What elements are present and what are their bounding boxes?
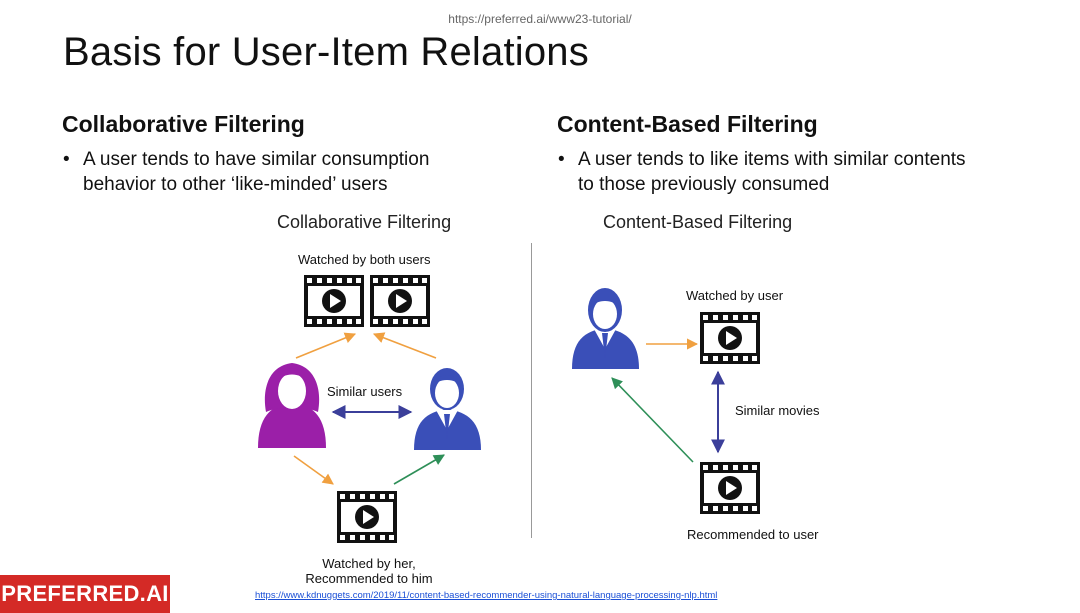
film-reel-play-icon bbox=[337, 491, 397, 543]
column-divider bbox=[531, 243, 532, 538]
source-link[interactable]: https://www.kdnuggets.com/2019/11/conten… bbox=[255, 590, 718, 601]
collaborative-bullet: • A user tends to have similar consumpti… bbox=[63, 149, 430, 195]
collaborative-diagram-title: Collaborative Filtering bbox=[277, 212, 452, 232]
label-similar-users: Similar users bbox=[327, 384, 403, 399]
label-recommended-to-user: Recommended to user bbox=[687, 527, 819, 542]
collaborative-heading: Collaborative Filtering bbox=[62, 111, 305, 137]
film-reel-play-icon bbox=[700, 312, 760, 364]
film-reel-play-icon bbox=[700, 462, 760, 514]
male-user-icon bbox=[572, 288, 639, 369]
label-watched-by-both: Watched by both users bbox=[298, 252, 431, 267]
collaborative-bullet-line1: A user tends to have similar consumption bbox=[83, 149, 430, 170]
film-reel-play-icon bbox=[370, 275, 430, 327]
slide-url: https://preferred.ai/www23-tutorial/ bbox=[448, 12, 632, 26]
content-based-diagram-title: Content-Based Filtering bbox=[603, 212, 793, 232]
collaborative-bullet-line2: behavior to other ‘like-minded’ users bbox=[83, 174, 388, 195]
content-based-bullet-line1: A user tends to like items with similar … bbox=[578, 149, 966, 170]
label-watched-by-her: Watched by her, bbox=[322, 556, 416, 571]
label-watched-recommended: Watched by her, Recommended to him bbox=[300, 556, 438, 586]
content-based-bullet: • A user tends to like items with simila… bbox=[558, 149, 966, 195]
film-reel-play-icon bbox=[304, 275, 364, 327]
male-user-icon bbox=[414, 368, 481, 450]
content-based-heading: Content-Based Filtering bbox=[557, 111, 818, 137]
label-watched-by-user: Watched by user bbox=[686, 288, 784, 303]
preferred-ai-logo: PREFERRED.AI bbox=[0, 575, 170, 613]
label-recommended-to-him: Recommended to him bbox=[305, 571, 433, 586]
female-user-icon bbox=[258, 363, 326, 448]
content-based-bullet-line2: to those previously consumed bbox=[578, 174, 830, 195]
label-similar-movies: Similar movies bbox=[735, 403, 820, 418]
slide-title: Basis for User-Item Relations bbox=[63, 30, 589, 74]
